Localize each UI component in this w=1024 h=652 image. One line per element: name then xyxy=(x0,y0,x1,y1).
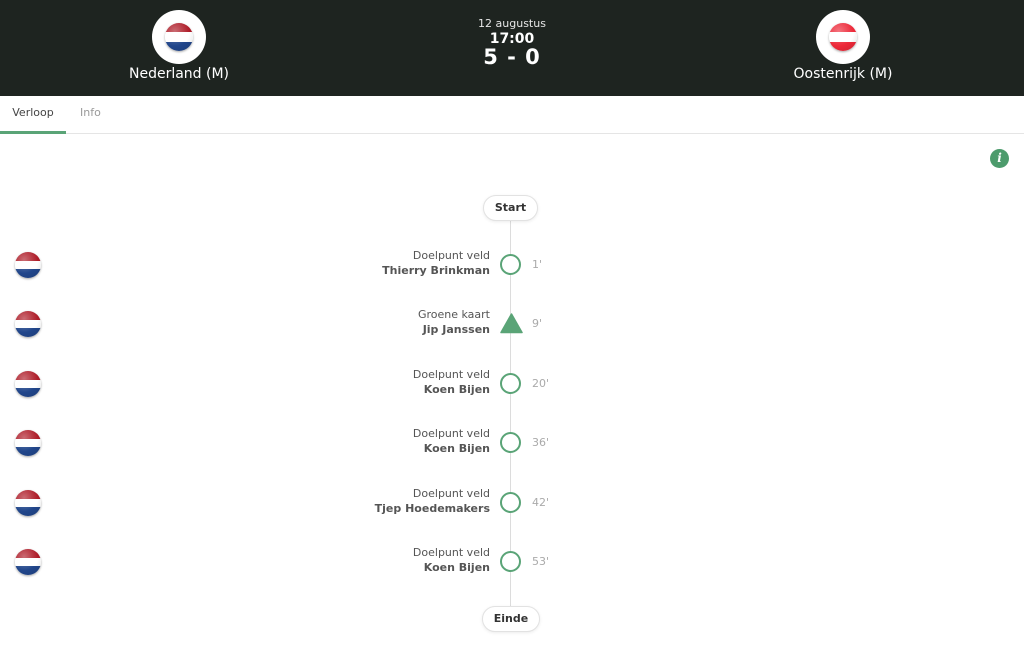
event-minute: 42' xyxy=(532,496,550,509)
match-info: 12 augustus 17:00 5 - 0 xyxy=(412,17,612,69)
netherlands-flag-icon xyxy=(165,23,193,51)
match-score: 5 - 0 xyxy=(483,45,541,69)
tab-info[interactable]: Info xyxy=(80,106,101,119)
event-player: Koen Bijen xyxy=(423,383,490,396)
netherlands-flag-icon xyxy=(15,371,41,397)
away-team-logo xyxy=(816,10,870,64)
tab-bar: Verloop Info xyxy=(0,96,1024,134)
goal-icon xyxy=(500,254,521,275)
home-team-logo xyxy=(152,10,206,64)
timeline-end-label: Einde xyxy=(482,606,540,632)
netherlands-flag-icon xyxy=(15,311,41,337)
home-team-name: Nederland (M) xyxy=(128,66,230,82)
event-player: Koen Bijen xyxy=(423,561,490,574)
event-type: Doelpunt veld xyxy=(412,546,490,559)
away-team[interactable]: Oostenrijk (M) xyxy=(763,10,923,82)
away-team-name: Oostenrijk (M) xyxy=(793,66,893,82)
event-minute: 20' xyxy=(532,377,550,390)
event-player: Jip Janssen xyxy=(422,323,490,336)
match-date: 12 augustus xyxy=(478,17,546,30)
goal-icon xyxy=(500,551,521,572)
event-type: Groene kaart xyxy=(417,308,490,321)
event-minute: 9' xyxy=(532,317,543,330)
netherlands-flag-icon xyxy=(15,490,41,516)
goal-icon xyxy=(500,432,521,453)
green-card-icon xyxy=(500,313,523,334)
home-team[interactable]: Nederland (M) xyxy=(99,10,259,82)
netherlands-flag-icon xyxy=(15,549,41,575)
tab-verloop[interactable]: Verloop xyxy=(0,96,66,134)
timeline-line xyxy=(510,208,511,618)
event-minute: 1' xyxy=(532,258,543,271)
goal-icon xyxy=(500,492,521,513)
event-type: Doelpunt veld xyxy=(412,427,490,440)
event-minute: 36' xyxy=(532,436,550,449)
event-player: Tjep Hoedemakers xyxy=(374,502,490,515)
goal-icon xyxy=(500,373,521,394)
event-type: Doelpunt veld xyxy=(412,487,490,500)
event-type: Doelpunt veld xyxy=(412,368,490,381)
event-player: Koen Bijen xyxy=(423,442,490,455)
match-time: 17:00 xyxy=(489,31,535,47)
event-type: Doelpunt veld xyxy=(412,249,490,262)
netherlands-flag-icon xyxy=(15,430,41,456)
event-player: Thierry Brinkman xyxy=(382,264,490,277)
austria-flag-icon xyxy=(829,23,857,51)
info-icon[interactable]: i xyxy=(990,149,1009,168)
netherlands-flag-icon xyxy=(15,252,41,278)
event-minute: 53' xyxy=(532,555,550,568)
match-header: Nederland (M) 12 augustus 17:00 5 - 0 Oo… xyxy=(0,0,1024,96)
timeline-start-label: Start xyxy=(483,195,538,221)
